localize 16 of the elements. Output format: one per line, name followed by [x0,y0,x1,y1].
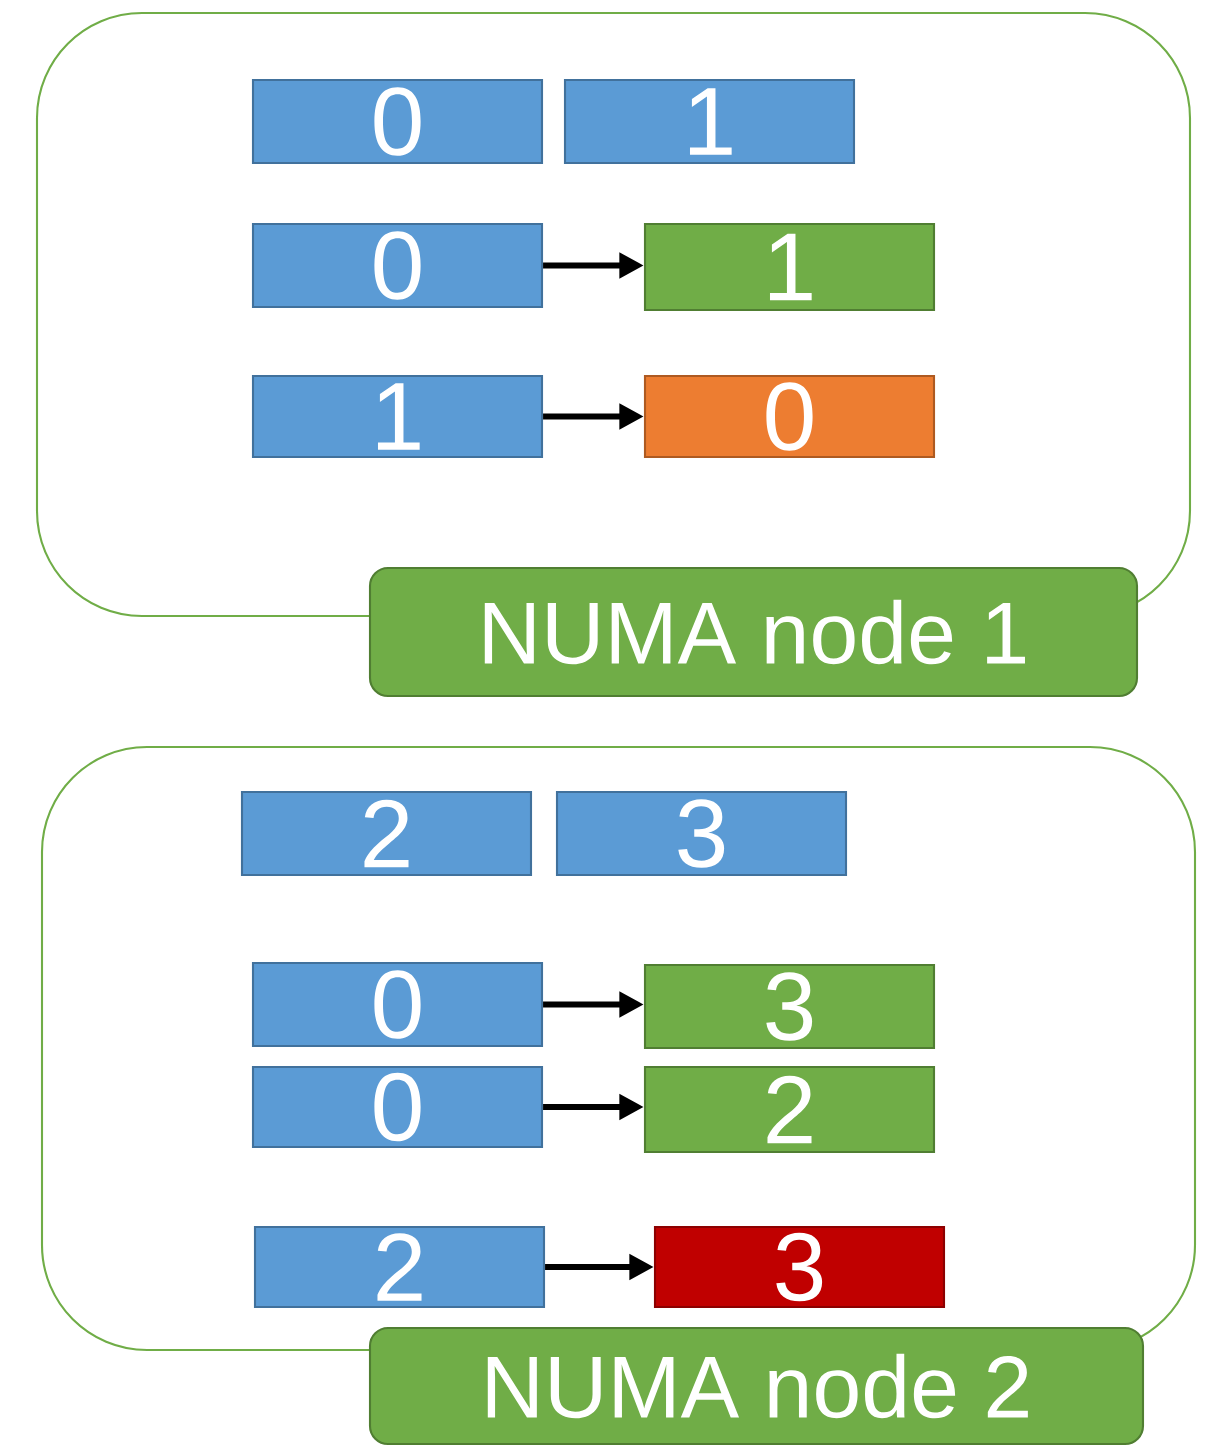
digit-box: 3 [555,790,848,877]
digit-box: 2 [253,1225,546,1309]
digit-box: 1 [563,78,856,165]
digit-box: 0 [251,78,544,165]
digit-box: 3 [653,1225,946,1309]
numa-node-label: NUMA node 1 [368,566,1139,698]
digit-box: 2 [643,1065,936,1154]
digit-box: 0 [251,1065,544,1149]
digit-box: 1 [251,374,544,459]
digit-box: 0 [251,961,544,1048]
numa-node-label: NUMA node 2 [368,1326,1145,1446]
digit-box: 3 [643,963,936,1050]
digit-box: 2 [240,790,533,877]
digit-box: 0 [251,222,544,309]
digit-box: 0 [643,374,936,459]
digit-box: 1 [643,222,936,312]
